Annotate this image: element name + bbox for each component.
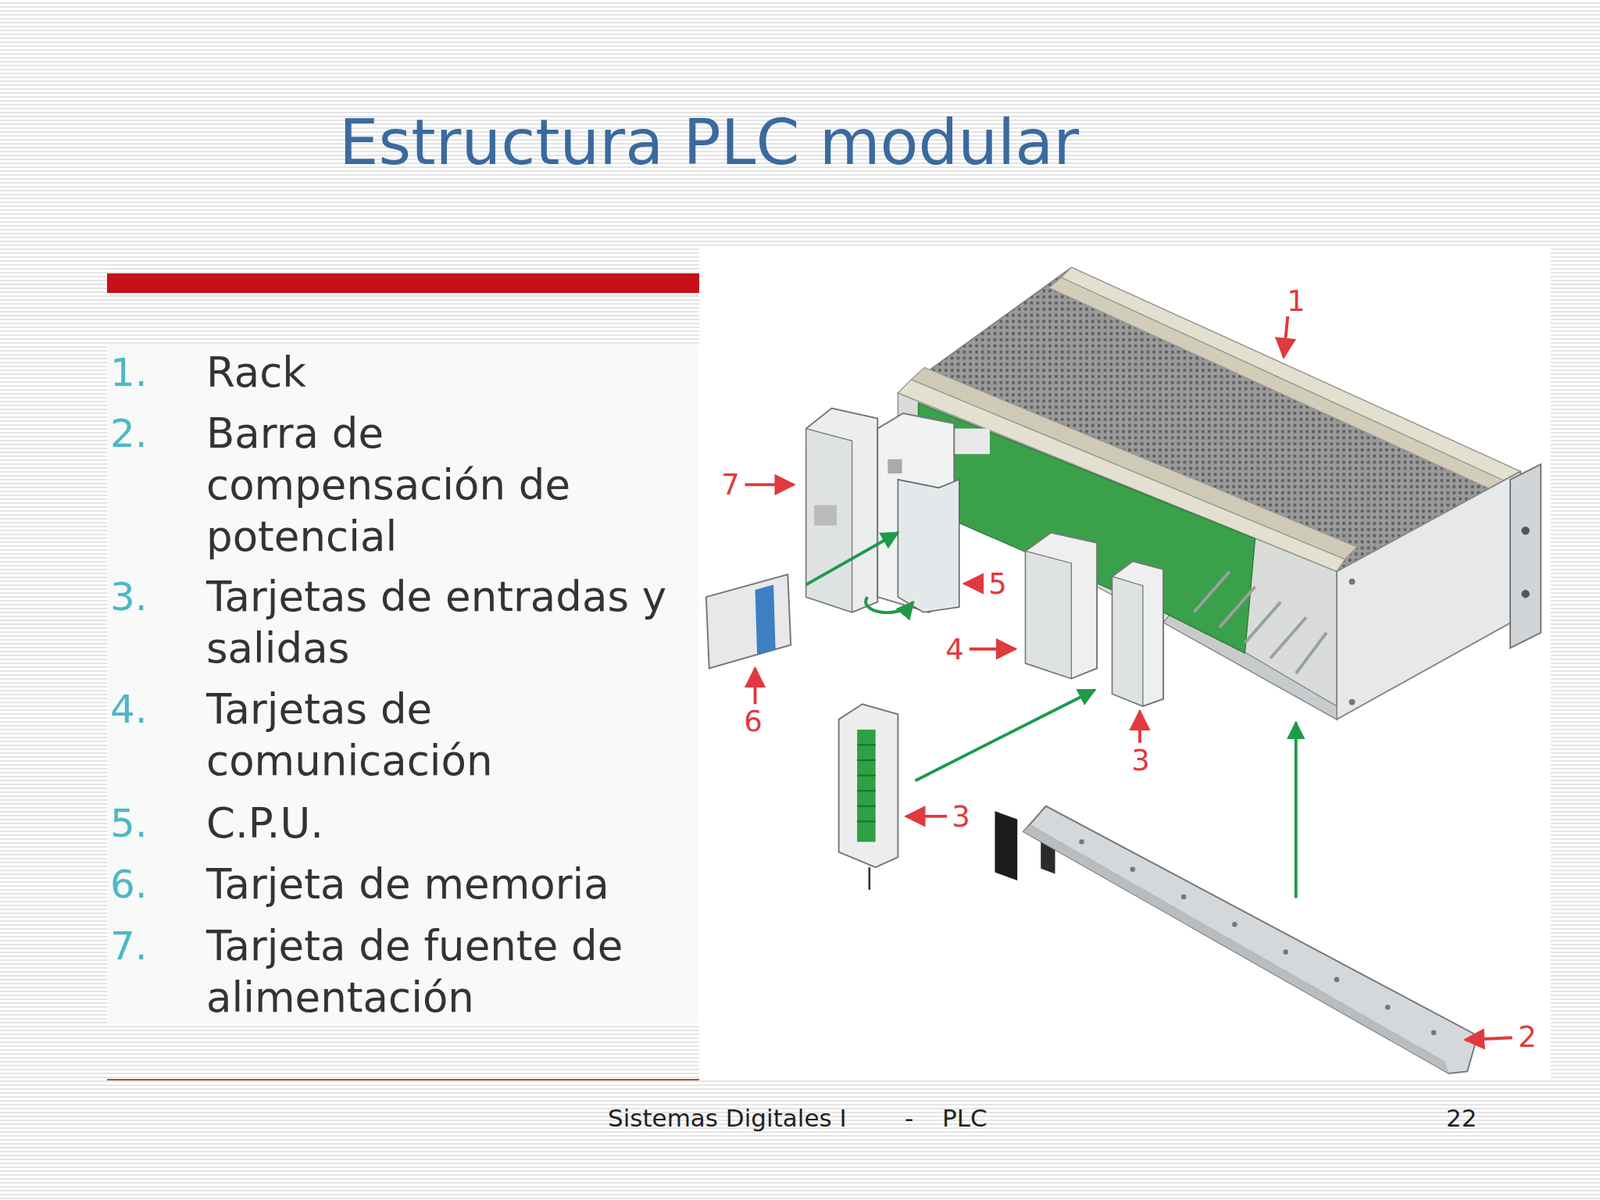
list-number: 4. (110, 683, 148, 736)
bottom-rule (107, 1078, 700, 1081)
footer-text: Sistemas Digitales I (607, 1103, 847, 1133)
red-bar (107, 273, 700, 293)
list-item: Tarjeta de memoria (206, 858, 687, 911)
footer-text: PLC (942, 1103, 988, 1133)
list-item: C.P.U. (206, 797, 687, 850)
io-module (1112, 560, 1164, 706)
list-number: 5. (110, 797, 148, 850)
communication-module (1025, 532, 1097, 679)
list-number: 1. (110, 346, 148, 399)
callout-number: 5 (988, 567, 1008, 601)
green-arrows (806, 532, 1297, 899)
callout-number: 2 (1517, 1020, 1537, 1054)
red-leaders (744, 316, 1512, 1040)
callout-number: 4 (945, 632, 965, 667)
power-supply (806, 407, 878, 612)
slide-title: Estructura PLC modular (339, 105, 1079, 181)
callout-number: 7 (721, 467, 740, 502)
list-number: 7. (110, 920, 148, 972)
terminal-block (839, 703, 899, 890)
rack (897, 267, 1541, 881)
callout-number: 3 (951, 800, 971, 834)
callout-number: 1 (1286, 284, 1306, 318)
list-item: Barra de compensación de potencial (206, 407, 687, 563)
cpu-module (877, 413, 959, 613)
list-item: Tarjeta de fuente de alimentación (206, 920, 687, 1024)
list-item: Rack (206, 346, 687, 399)
callout-number: 3 (1131, 743, 1150, 778)
ground-bar (1023, 806, 1478, 1074)
list-item: Tarjetas de comunicación (206, 683, 687, 787)
page-number: 22 (1446, 1103, 1477, 1133)
list-number: 3. (110, 571, 148, 623)
list-panel (107, 343, 700, 1024)
memory-card (706, 574, 791, 668)
footer-separator: - (904, 1103, 914, 1133)
list-number: 2. (110, 407, 148, 460)
list-item: Tarjetas de entradas y salidas (206, 571, 687, 675)
list-number: 6. (110, 858, 148, 911)
callout-number: 6 (743, 704, 763, 739)
